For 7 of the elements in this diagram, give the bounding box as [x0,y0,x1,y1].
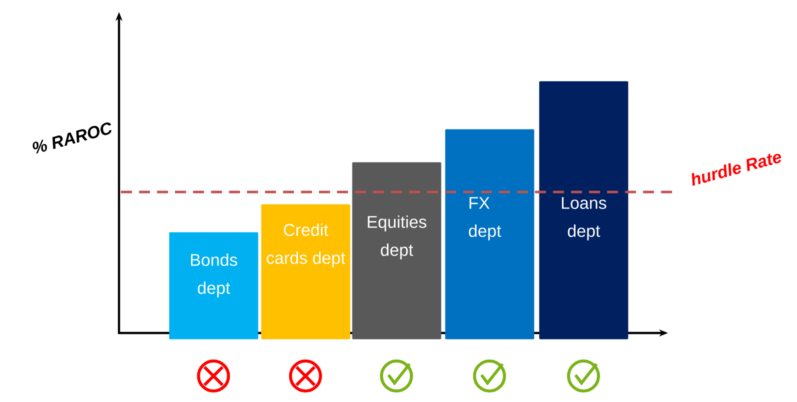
bar: Bonds dept [169,232,258,340]
bar: Equities dept [352,162,442,340]
bar: Loans dept [539,81,628,340]
axis-label: % RAROC [32,122,112,154]
bar: FX dept [445,129,534,340]
bar: Credit cards dept [261,204,350,340]
hurdle-label: hurdle Rate [692,154,782,186]
